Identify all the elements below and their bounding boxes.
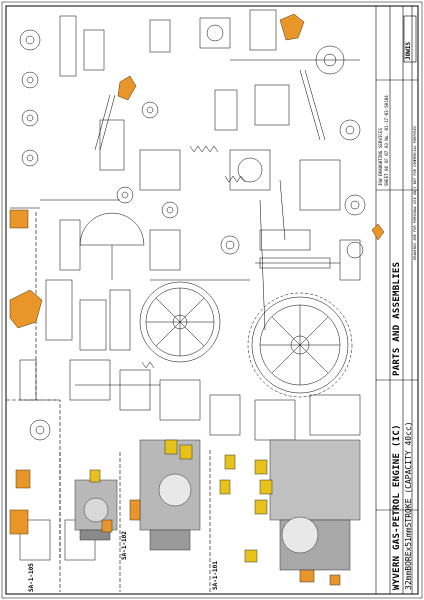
- assembly-label-sa-1-101: SA-1-101: [212, 561, 219, 590]
- personal-use-note: DRAWINGS ARE FOR PERSONAL USE ONLY NOT F…: [413, 125, 417, 260]
- company-line: JOW DRAUGHTING SERVICES: [378, 128, 383, 186]
- engine-title: WYVERN GAS-PETROL ENGINE (IC): [392, 424, 402, 590]
- part-views: [10, 9, 366, 561]
- engine-specs: 32mmBOREx51mmSTROKE (CAPACITY 40cc): [404, 421, 413, 590]
- company-logo: JOWIS: [405, 41, 412, 60]
- assembly-label-sa-1-102: SA-1-102: [121, 531, 128, 560]
- drawing-number: SHEET 06 OF 07 A3 No. 01-17-03-SH104: [384, 95, 389, 186]
- assembly-label-sa-1-105: SA-1-105: [28, 563, 35, 592]
- bronze-parts: [9, 13, 385, 535]
- sheet-title: PARTS AND ASSEMBLIES: [392, 261, 402, 376]
- title-block: [375, 6, 418, 594]
- assembly-renders: [74, 439, 361, 586]
- sheet-border: [5, 5, 419, 595]
